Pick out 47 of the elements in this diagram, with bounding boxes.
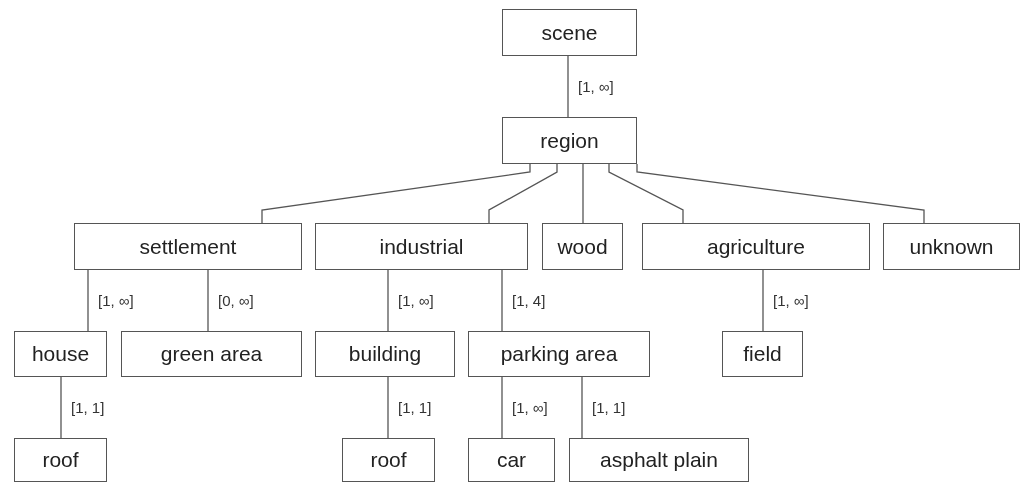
class-box	[542, 223, 623, 270]
connector-line	[501, 376, 503, 439]
class-box	[642, 223, 870, 270]
class-box	[722, 331, 803, 377]
class-box	[342, 438, 435, 482]
connector-line	[636, 163, 925, 224]
class-name: building	[348, 342, 422, 366]
connector-line	[387, 376, 389, 439]
class-name: unknown	[909, 234, 994, 259]
class-box	[883, 223, 1020, 270]
class-name: field	[743, 342, 782, 366]
connector-line	[60, 376, 62, 439]
class-box	[502, 117, 637, 164]
class-box	[468, 331, 650, 377]
connector-line	[488, 163, 558, 224]
class-box	[14, 331, 107, 377]
connector-line	[387, 269, 389, 332]
class-name: settlement	[139, 234, 237, 259]
connector-line	[762, 269, 764, 332]
class-name: roof	[42, 448, 79, 472]
class-name: region	[540, 128, 599, 153]
class-box	[315, 223, 528, 270]
connector-line	[581, 376, 583, 439]
class-box	[14, 438, 107, 482]
class-box	[569, 438, 749, 482]
class-name: industrial	[379, 234, 464, 259]
class-name: asphalt plain	[600, 448, 718, 472]
connector-line	[207, 269, 209, 332]
class-name: car	[496, 448, 527, 472]
class-name: wood	[557, 234, 608, 259]
class-box	[74, 223, 302, 270]
class-name: house	[31, 342, 90, 366]
class-name: agriculture	[706, 234, 806, 259]
class-name: scene	[541, 20, 598, 45]
connector-line	[87, 269, 89, 332]
class-name: roof	[370, 448, 407, 472]
class-box	[121, 331, 302, 377]
connector-line	[582, 163, 584, 224]
connector-line	[608, 163, 684, 224]
connector-line	[567, 55, 569, 118]
class-box	[315, 331, 455, 377]
class-box	[468, 438, 555, 482]
class-name: green area	[160, 342, 263, 366]
class-box	[502, 9, 637, 56]
connector-line	[501, 269, 503, 332]
connector-line	[261, 163, 531, 224]
class-name: parking area	[500, 342, 618, 366]
